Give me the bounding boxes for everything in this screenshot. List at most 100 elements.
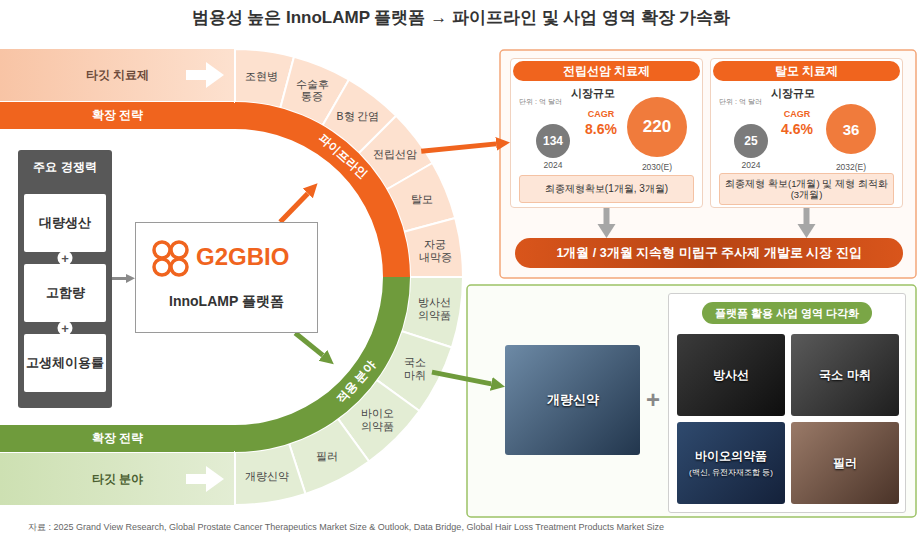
node-text: 고생체이용률 bbox=[26, 354, 104, 372]
node-text: 탈모 bbox=[404, 193, 440, 206]
field-segment: 바이오 의약품 bbox=[356, 407, 400, 432]
node-subtext: (백신, 유전자재조합 등) bbox=[689, 467, 773, 478]
node-text: 국소 마취 bbox=[398, 356, 432, 381]
node-text: 확장 전략 bbox=[92, 431, 143, 446]
diversification-box: 플랫폼 활용 사업 영역 다각화방사선 국소 마취바이오의약품 (백신, 유전자재조… bbox=[668, 293, 906, 513]
node-subtext: CAGR bbox=[784, 109, 811, 119]
improved-drug-tile: 개량신약 bbox=[505, 345, 640, 455]
node-text: 전립선암 치료제 bbox=[513, 61, 700, 81]
competence-panel: 주요 경쟁력대량생산고함량고생체이용률 bbox=[18, 150, 112, 408]
connector-arrow bbox=[804, 208, 810, 224]
node-text: 바이오의약품 bbox=[695, 448, 767, 465]
band-arrow bbox=[186, 466, 224, 492]
node-subtext: 2024 bbox=[544, 160, 563, 170]
business-tile: 바이오의약품 (백신, 유전자재조합 등) bbox=[677, 422, 785, 504]
plus-sign: + bbox=[58, 321, 73, 336]
market-circle: 36 bbox=[826, 104, 876, 154]
logo-icon bbox=[151, 239, 191, 279]
node-text: 134 bbox=[543, 134, 563, 148]
plus-sign: + bbox=[646, 386, 660, 414]
pipeline-segment-shape bbox=[404, 218, 463, 277]
diagram-title: 범용성 높은 InnoLAMP 플랫폼 → 파이프라인 및 사업 영역 확장 가… bbox=[0, 6, 922, 29]
node-text: 필러 bbox=[309, 450, 345, 463]
node-text: 확장 전략 bbox=[92, 108, 143, 123]
node-text: 방사선 bbox=[713, 367, 749, 384]
connector-arrow bbox=[432, 372, 491, 384]
business-tile: 방사선 bbox=[677, 334, 785, 416]
node-text: 최종제형 확보(1개월) 및 제형 최적화(3개월) bbox=[720, 178, 893, 201]
node-text: 25 bbox=[744, 134, 757, 148]
node-text: 국소 마취 bbox=[819, 367, 870, 384]
node-text: 조현병 bbox=[237, 70, 285, 83]
node-text: 주요 경쟁력 bbox=[18, 160, 112, 175]
platform-box: G2GBIO InnoLAMP 플랫폼 bbox=[135, 222, 318, 333]
field-segment: 방사선 의약품 bbox=[413, 296, 457, 321]
node-text: 적용 분야 bbox=[334, 358, 381, 408]
node-text: 수술후 통증 bbox=[293, 78, 331, 103]
field-segment: 개량신약 bbox=[241, 470, 293, 483]
node-text: 방사선 의약품 bbox=[413, 296, 457, 321]
connector-arrow bbox=[280, 193, 308, 222]
business-panel bbox=[467, 285, 916, 517]
node-text: 타깃 분야 bbox=[92, 471, 143, 488]
field-segment: 국소 마취 bbox=[398, 356, 432, 381]
node-subtext: 단위 : 억 달러 bbox=[719, 97, 762, 107]
node-subtext: 시장규모 bbox=[771, 86, 815, 101]
field-segment-shape bbox=[235, 443, 305, 505]
pipeline-ring-label: 파이프라인 bbox=[315, 131, 371, 184]
node-text: 탈모 치료제 bbox=[713, 61, 900, 81]
node-text: 파이프라인 bbox=[315, 131, 371, 184]
node-text: 개량신약 bbox=[241, 470, 293, 483]
logo-ring bbox=[154, 242, 170, 258]
market-card: 전립선암 치료제단위 : 억 달러시장규모2024CAGR8.6%2030(E)… bbox=[510, 58, 703, 208]
market-circle: 134 bbox=[536, 124, 570, 158]
field-segment: 필러 bbox=[309, 450, 345, 463]
strategy-band-fill bbox=[0, 102, 235, 129]
pipeline-segment: 전립선암 bbox=[369, 148, 421, 161]
node-subtext: 4.6% bbox=[781, 121, 813, 137]
pipeline-segment: 탈모 bbox=[404, 193, 440, 206]
pipeline-segment: 자궁 내막증 bbox=[416, 238, 454, 263]
node-subtext: 8.6% bbox=[585, 121, 617, 137]
node-text: G2GBIO bbox=[196, 243, 289, 271]
target-band-fill bbox=[0, 49, 235, 101]
node-text: 필러 bbox=[833, 455, 857, 472]
pipeline-panel bbox=[500, 50, 916, 278]
logo-ring bbox=[154, 259, 170, 275]
pipeline-segment: 조현병 bbox=[237, 70, 285, 83]
node-subtext: 2030(E) bbox=[642, 162, 672, 172]
node-text: B형 간염 bbox=[330, 110, 386, 123]
node-text: 36 bbox=[843, 121, 860, 138]
node-text: 220 bbox=[643, 117, 671, 137]
pipeline-segment: 수술후 통증 bbox=[293, 78, 331, 103]
logo-ring bbox=[171, 242, 187, 258]
connector-arrow bbox=[604, 208, 610, 224]
node-text: 타깃 치료제 bbox=[86, 67, 149, 84]
target-band-fill bbox=[0, 453, 235, 505]
competence-box: 고생체이용률 bbox=[24, 334, 106, 392]
plus-sign: + bbox=[58, 251, 73, 266]
node-subtext: 단위 : 억 달러 bbox=[519, 97, 562, 107]
node-subtext: InnoLAMP 플랫폼 bbox=[136, 293, 317, 311]
logo-ring bbox=[171, 259, 187, 275]
node-text: 개량신약 bbox=[547, 391, 599, 409]
connector-arrow bbox=[421, 144, 496, 151]
target-band: 타깃 분야 bbox=[0, 453, 235, 505]
market-card: 탈모 치료제단위 : 억 달러시장규모2024CAGR4.6%2032(E)25… bbox=[710, 58, 903, 208]
strategy-band-fill bbox=[0, 425, 235, 452]
pipeline-segment: B형 간염 bbox=[330, 110, 386, 123]
field-ring-label: 적용 분야 bbox=[334, 358, 381, 408]
node-text: 1개월 / 3개월 지속형 미립구 주사제 개발로 시장 진입 bbox=[556, 245, 861, 262]
source-caption: 자료 : 2025 Grand View Research, Global Pr… bbox=[28, 521, 664, 534]
node-text: 최종제형확보(1개월, 3개월) bbox=[545, 183, 668, 195]
connector-arrow bbox=[112, 277, 126, 280]
node-subtext: 시장규모 bbox=[571, 86, 615, 101]
node-text: 플랫폼 활용 사업 영역 다각화 bbox=[702, 302, 872, 324]
target-band: 타깃 치료제 bbox=[0, 49, 235, 101]
node-subtext: 2032(E) bbox=[836, 162, 866, 172]
formulation-strip: 최종제형확보(1개월, 3개월) bbox=[519, 175, 694, 203]
strategy-band: 확장 전략 bbox=[0, 102, 235, 129]
competence-box: 대량생산 bbox=[24, 194, 106, 252]
